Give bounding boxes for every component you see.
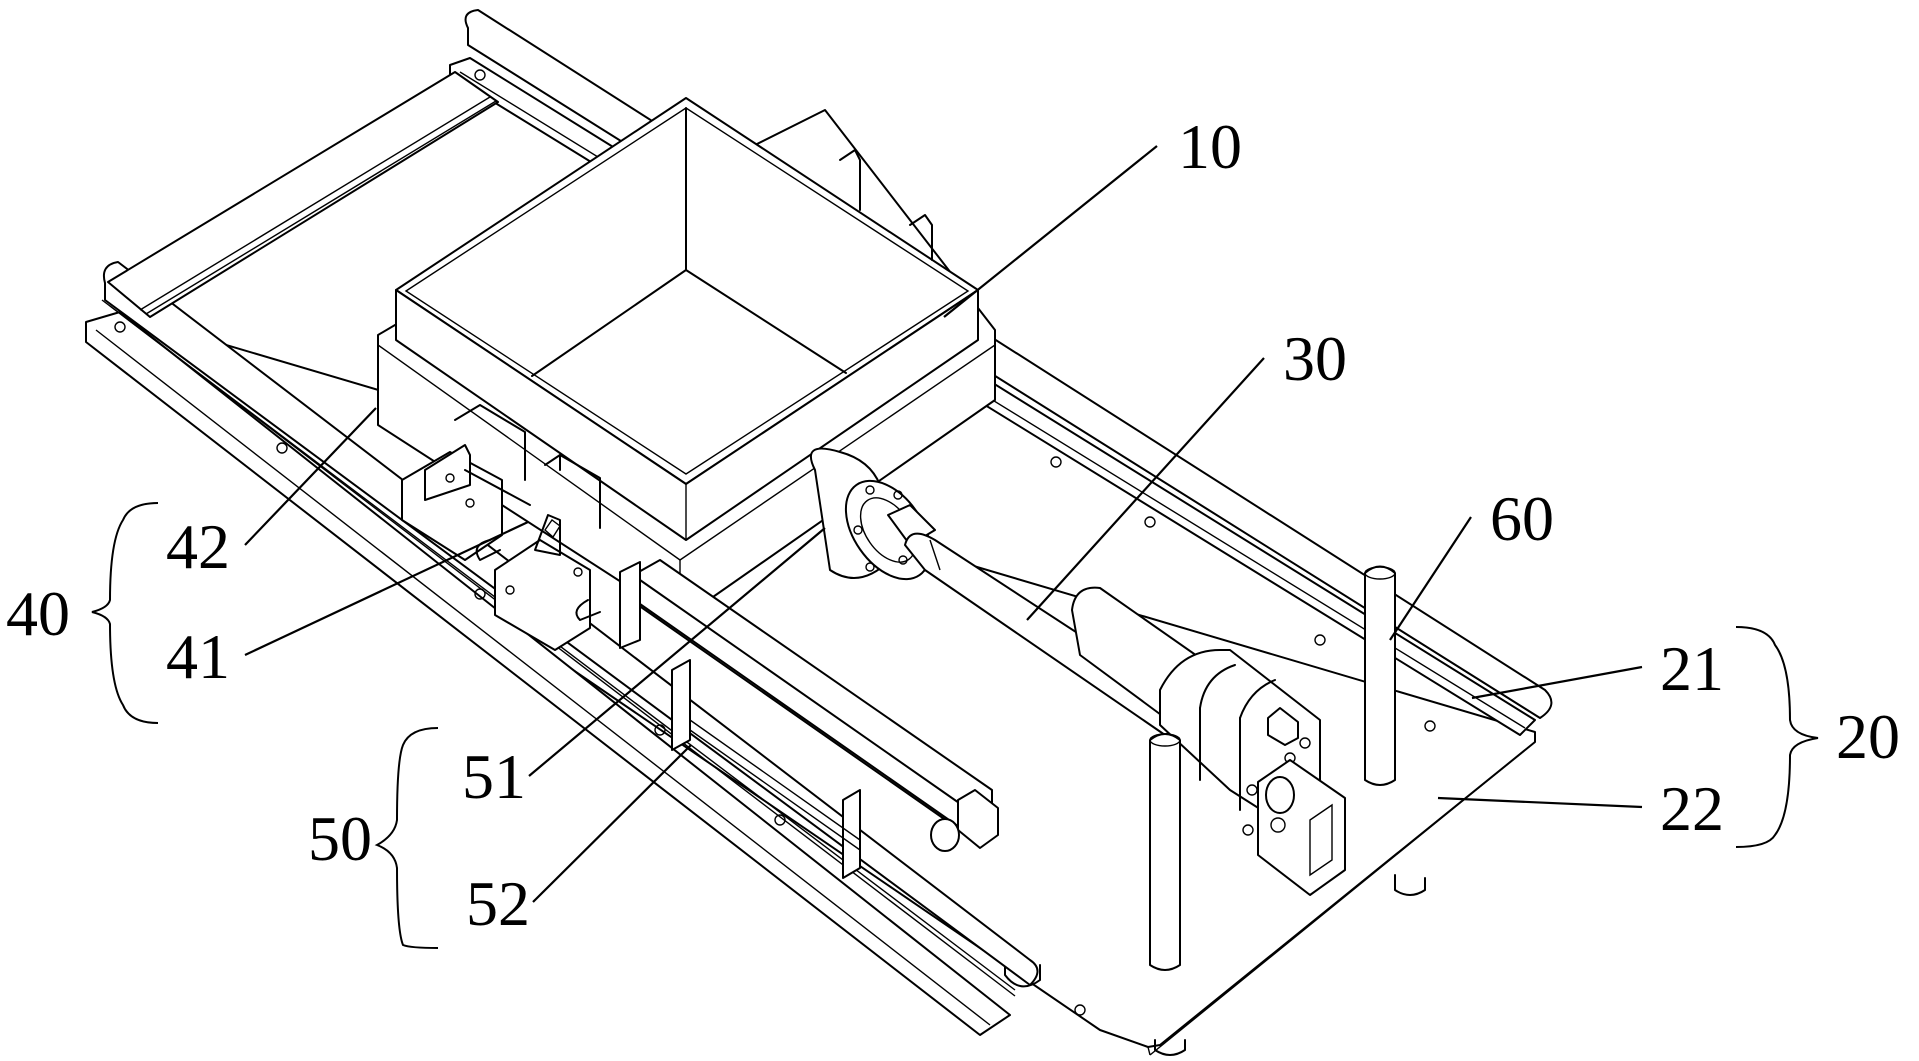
brace-40 [91, 502, 159, 724]
leader-21 [1471, 665, 1643, 700]
label-51: 51 [462, 741, 526, 812]
leader-22 [1437, 796, 1643, 809]
leader-51 [528, 527, 826, 777]
label-10: 10 [1178, 111, 1242, 182]
leader-52 [532, 744, 692, 903]
leader-10 [943, 145, 1158, 318]
leader-30 [1026, 357, 1265, 621]
label-30: 30 [1283, 323, 1347, 394]
leader-42 [244, 407, 377, 546]
leader-lines [244, 145, 1643, 903]
reference-labels: 10 30 60 21 22 20 42 41 40 51 52 50 [6, 111, 1900, 939]
brace-20 [1735, 626, 1819, 848]
label-20: 20 [1836, 701, 1900, 772]
label-22: 22 [1660, 773, 1724, 844]
bearing-assembly [401, 404, 601, 651]
brace-50 [374, 727, 439, 949]
label-41: 41 [166, 621, 230, 692]
label-60: 60 [1490, 483, 1554, 554]
label-50: 50 [308, 803, 372, 874]
label-40: 40 [6, 578, 70, 649]
clevis-bracket [1257, 759, 1346, 896]
linear-module [619, 559, 999, 879]
guide-posts [1149, 565, 1396, 971]
label-21: 21 [1660, 633, 1724, 704]
leader-41 [244, 521, 529, 656]
label-42: 42 [166, 511, 230, 582]
cross-beam [107, 71, 499, 318]
leader-60 [1389, 516, 1472, 641]
label-52: 52 [466, 868, 530, 939]
